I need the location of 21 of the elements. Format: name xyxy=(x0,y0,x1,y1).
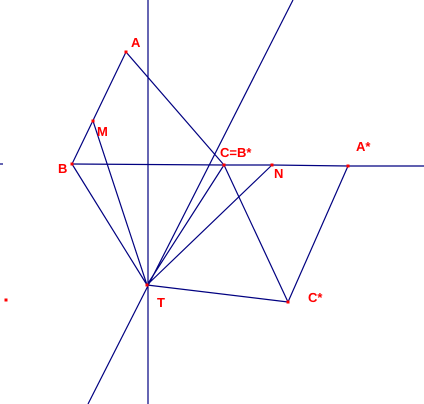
line-segment xyxy=(72,163,224,166)
line-segment xyxy=(223,164,289,302)
point-label: T xyxy=(157,296,165,309)
line-segment xyxy=(224,164,272,166)
line-segment xyxy=(71,52,127,164)
line-segment xyxy=(272,164,348,167)
line-segment xyxy=(92,120,148,286)
point-mark xyxy=(4,298,8,302)
point-label: C* xyxy=(308,291,322,304)
point-label: N xyxy=(274,167,284,180)
line-segment xyxy=(146,164,272,286)
point-label: C=B* xyxy=(220,146,252,159)
line-segment xyxy=(287,166,349,302)
line-segment xyxy=(71,164,148,286)
point-label: B xyxy=(58,162,68,175)
point-label: A xyxy=(131,36,140,49)
line-segment xyxy=(126,52,224,166)
line-segment xyxy=(146,164,224,286)
line-segment xyxy=(146,284,288,303)
point-label: A* xyxy=(356,140,370,153)
point-label: M xyxy=(97,125,108,138)
